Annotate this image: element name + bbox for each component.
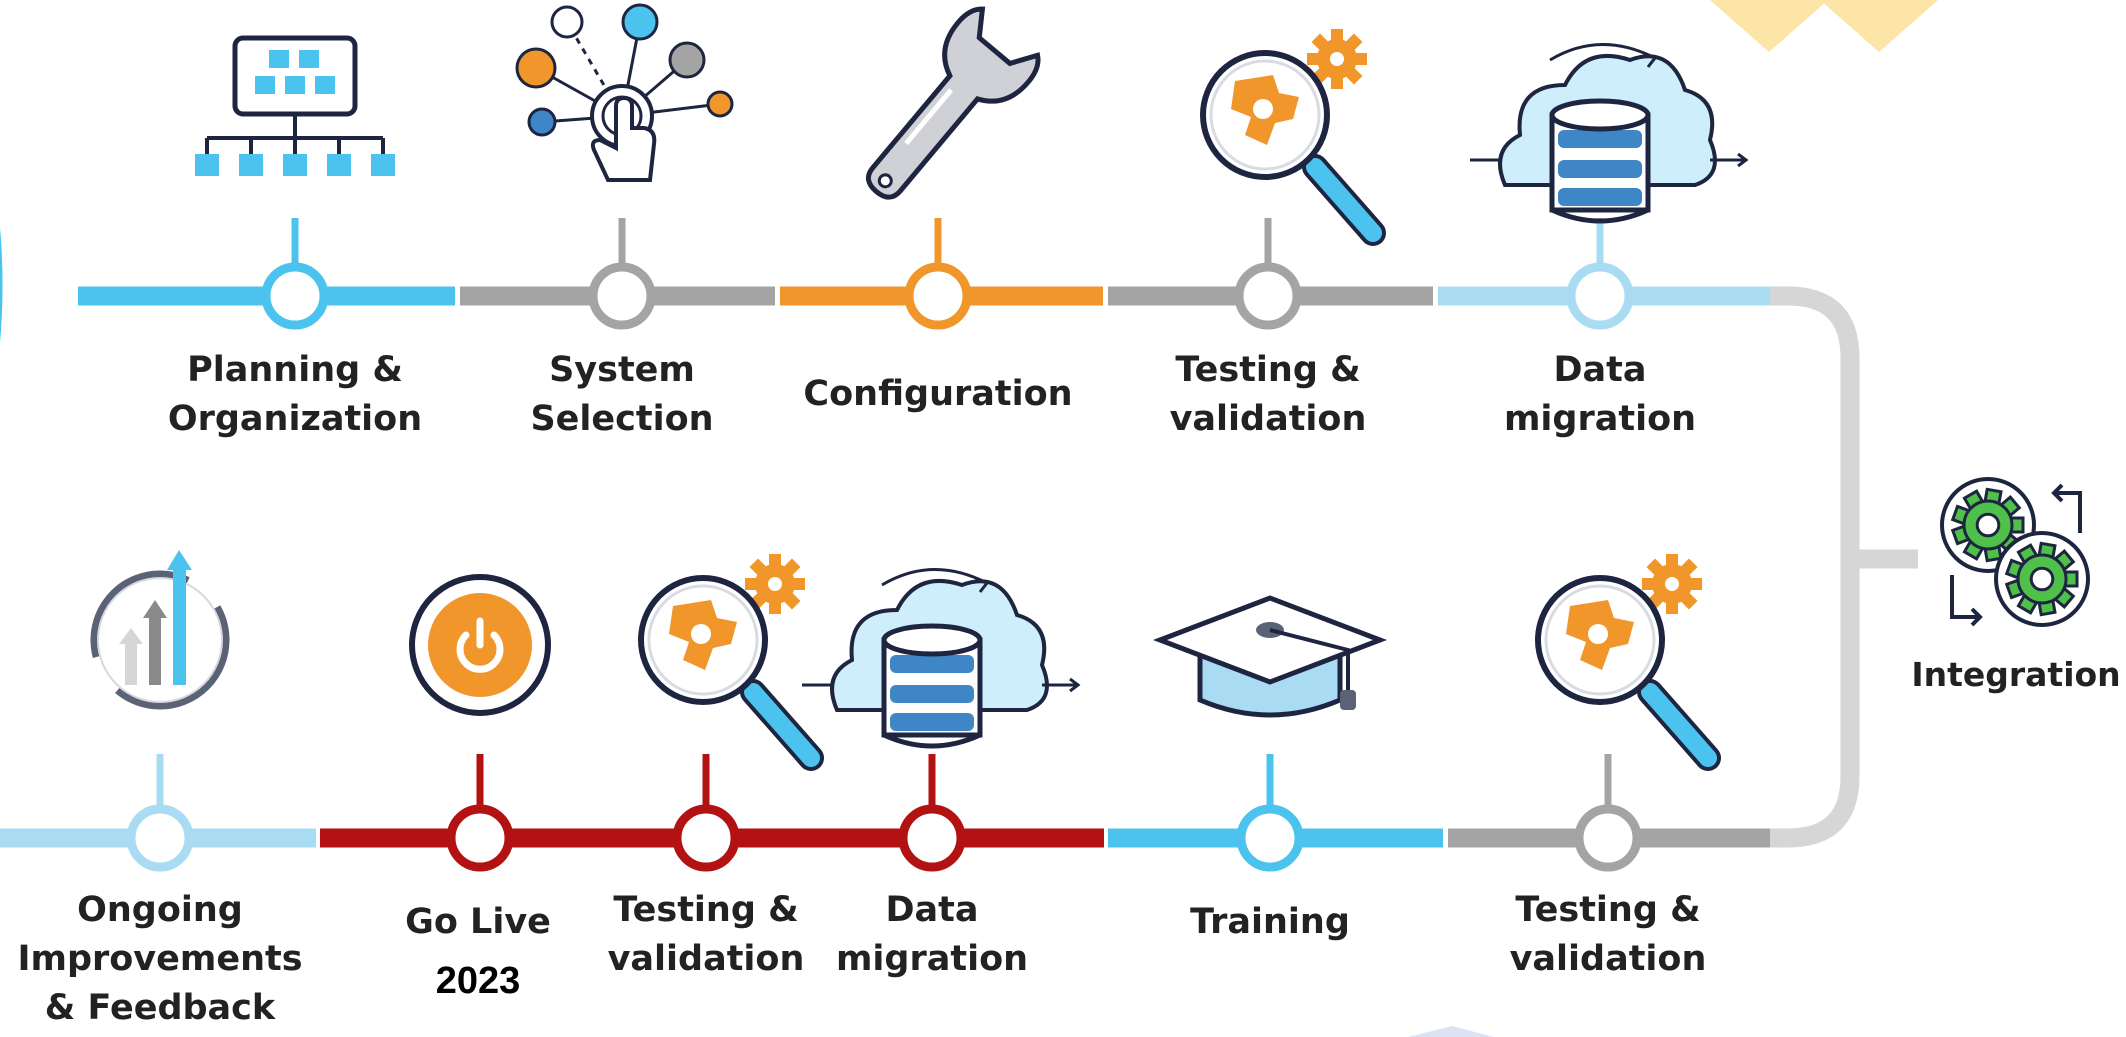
milestone-label-line: migration <box>835 939 1029 979</box>
milestone-node-bottom <box>1574 754 1642 872</box>
milestone-label-line: Planning & <box>187 350 403 390</box>
milestone-node-top <box>1234 218 1302 330</box>
milestone-node-bottom <box>672 754 740 872</box>
milestone-node-bottom <box>446 754 514 872</box>
milestone-label-top: Configuration <box>803 370 1072 419</box>
milestone-label-bottom: Testing & validation <box>608 886 805 984</box>
milestone-label-line: Testing & <box>613 890 799 930</box>
milestone-label-line: Data <box>885 890 979 930</box>
milestone-node-top <box>261 218 329 330</box>
milestone-node-bottom <box>126 754 194 872</box>
graduation-cap-icon <box>1152 595 1388 718</box>
milestone-label-line: migration <box>1503 399 1697 439</box>
power-button-icon <box>409 574 551 716</box>
milestone-label-top: Data migration <box>1504 346 1696 444</box>
milestone-label-line: & Feedback <box>44 988 276 1028</box>
milestone-label-line: Testing & <box>1515 890 1701 930</box>
milestone-label-line: System <box>549 350 695 390</box>
milestone-node-bottom <box>1236 754 1304 872</box>
milestone-label-line: Ongoing <box>77 890 243 930</box>
cloud-database-icon <box>1470 43 1749 224</box>
magnifier-gear-icon <box>1200 29 1386 246</box>
milestone-node-top <box>588 218 656 330</box>
milestone-label-line: Integration <box>1911 655 2121 694</box>
background-decoration <box>0 0 1938 1037</box>
sync-gears-icon <box>1940 477 2090 627</box>
org-chart-icon <box>195 35 395 176</box>
milestone-label-top: Planning & Organization <box>168 346 422 444</box>
milestone-label-bottom: Data migration <box>836 886 1028 984</box>
magnifier-gear-icon <box>638 554 824 771</box>
cloud-database-icon <box>802 568 1081 749</box>
track-return-curve <box>1770 286 1860 848</box>
milestone-label-bottom: Go Live <box>405 898 551 947</box>
milestone-label-top: Testing & validation <box>1170 346 1367 444</box>
milestone-node-bottom <box>898 754 966 872</box>
integration-label: Integration <box>1911 650 2120 699</box>
magnifier-gear-icon <box>1535 554 1721 771</box>
milestone-label-line: Improvements <box>17 939 303 979</box>
milestone-label-line: Configuration <box>803 374 1073 414</box>
milestone-label-bottom: Testing & validation <box>1510 886 1707 984</box>
go-live-year: 2023 <box>435 960 521 1002</box>
milestone-node-top <box>904 218 972 330</box>
milestone-label-line: validation <box>607 939 805 979</box>
milestone-label-line: Go Live <box>405 902 551 942</box>
milestone-label-line: Data <box>1553 350 1647 390</box>
milestone-label-line: Selection <box>530 399 714 439</box>
milestone-node-top <box>1566 218 1634 330</box>
milestone-label-bottom: Training <box>1190 898 1350 947</box>
milestone-label-line: Training <box>1190 902 1350 942</box>
milestone-label-line: Testing & <box>1175 350 1361 390</box>
milestone-label-line: Organization <box>167 399 423 439</box>
milestone-label-line: validation <box>1509 939 1707 979</box>
milestone-label-line: validation <box>1169 399 1367 439</box>
wrench-icon <box>865 6 1041 200</box>
growth-cycle-icon <box>90 550 230 710</box>
touch-network-icon <box>515 3 734 182</box>
